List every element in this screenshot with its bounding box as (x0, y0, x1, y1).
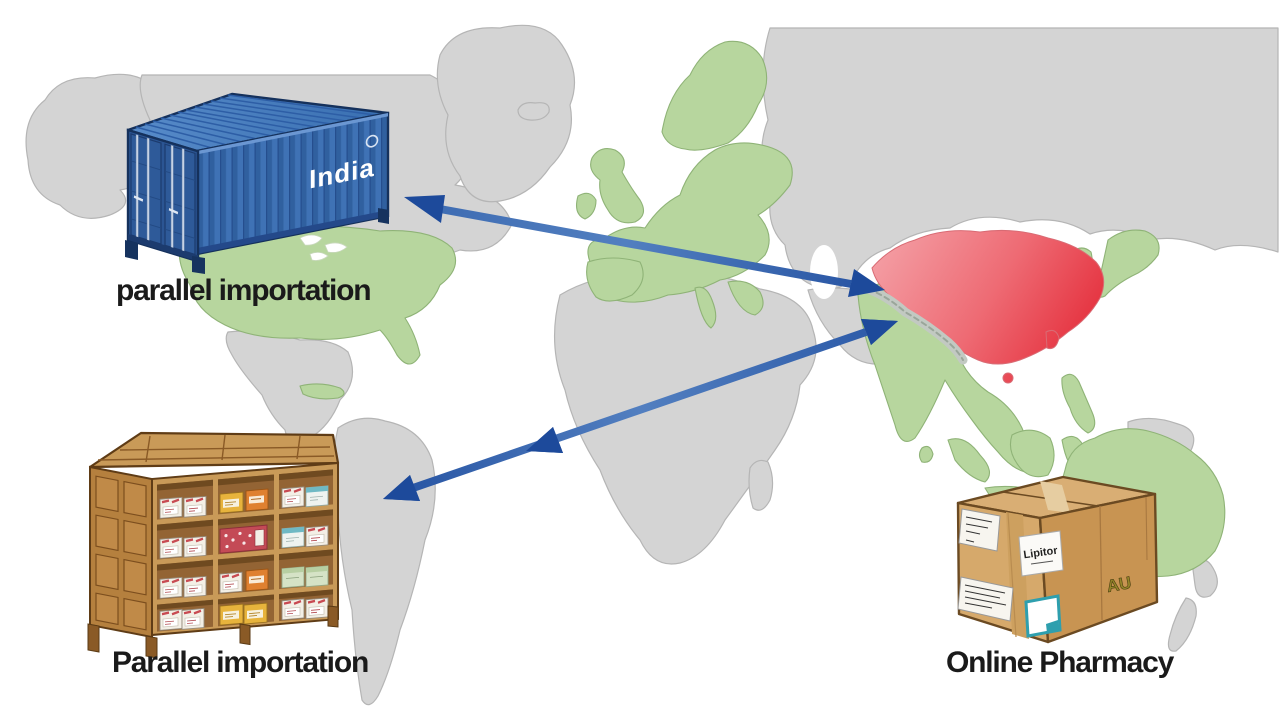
map-green-regions (178, 40, 1226, 578)
shelf-left-frame (89, 465, 153, 639)
container-feet (125, 208, 389, 274)
parcel-brand-text: Lipitor (1023, 545, 1059, 562)
arrowhead-to-india-north (848, 269, 885, 297)
container-door-face (126, 128, 200, 263)
india-to-south-america-arrow-shaft (411, 328, 868, 492)
region-taiwan (1045, 330, 1060, 349)
container-door-handles (133, 195, 179, 215)
container-trade-arrow-shaft (439, 205, 852, 288)
region-sri-lanka (918, 445, 934, 463)
arrowhead-to-south-america2 (383, 475, 420, 501)
parcel-tape (1040, 481, 1070, 513)
region-italy-balkans (694, 280, 764, 329)
arrowhead-mid-south-america2 (526, 427, 563, 453)
shipping-container-illustration: India (125, 92, 390, 274)
region-madagascar (748, 459, 774, 511)
region-cuba (299, 383, 345, 400)
caption-parallel-importation-bottom: Parallel importation (112, 646, 369, 679)
region-iberia (586, 257, 644, 302)
shelf-front-face (151, 461, 339, 637)
trade-arrows (383, 195, 898, 501)
caption-parallel-importation-top: parallel importation (116, 274, 372, 307)
arrowhead-to-container (404, 195, 445, 223)
region-iceland (517, 102, 550, 121)
region-scandinavia (661, 40, 768, 151)
cardboard-parcel-illustration: Lipitor AU (956, 475, 1159, 644)
container-logo-circle (365, 134, 379, 148)
region-hainan (1002, 372, 1014, 384)
himalaya-ridge-crest (859, 285, 964, 361)
region-usa (178, 225, 457, 365)
address-label (958, 508, 1001, 552)
region-japan (1096, 229, 1160, 298)
container-top-corrugation (135, 94, 376, 149)
great-lakes-marks (299, 234, 348, 261)
arrowhead-to-india-south2 (861, 319, 898, 345)
shipping-label (957, 576, 1014, 622)
container-side-face: India (195, 111, 390, 256)
teal-customs-label (1024, 594, 1062, 638)
region-greenland (436, 24, 576, 203)
caption-online-pharmacy: Online Pharmacy (946, 646, 1174, 679)
pharmacy-shelf-illustration (87, 431, 340, 659)
region-british-isles (576, 148, 645, 224)
parcel-side-mark: AU (1105, 573, 1132, 596)
brand-label: Lipitor (1018, 530, 1064, 577)
shelf-legs (87, 605, 339, 659)
region-philippines (1061, 373, 1096, 434)
region-africa (553, 272, 817, 565)
